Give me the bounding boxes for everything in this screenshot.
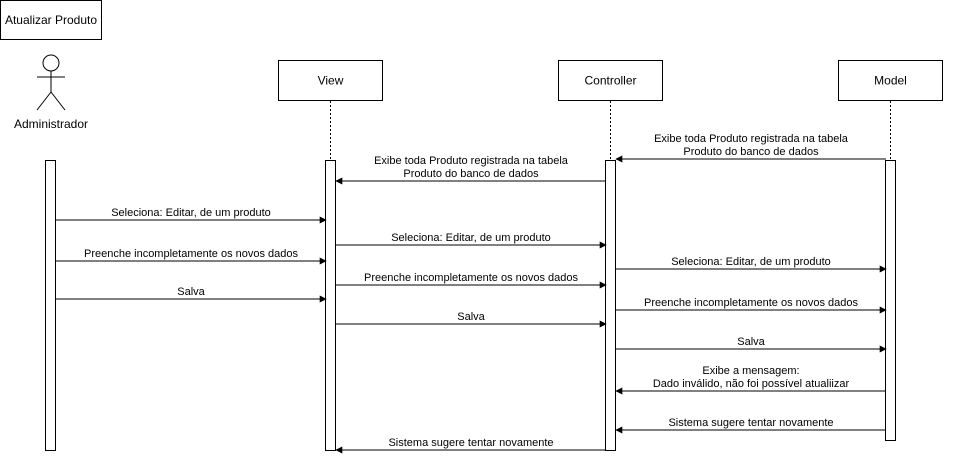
activation-model	[885, 160, 896, 441]
participant-controller: Controller	[558, 60, 663, 101]
participant-model-label: Model	[874, 74, 907, 88]
message-label: Salva	[457, 311, 485, 323]
message-label: Seleciona: Editar, de um produto	[391, 232, 551, 244]
message-label: Preenche incompletamente os novos dados	[364, 272, 579, 284]
message-label: Exibe a mensagem:	[702, 365, 799, 377]
message-label: Produto do banco de dados	[683, 146, 819, 158]
message-label: Sistema sugere tentar novamente	[388, 437, 553, 449]
frame-title: Atualizar Produto	[5, 13, 97, 27]
message-label: Sistema sugere tentar novamente	[668, 417, 833, 429]
message-label: Preenche incompletamente os novos dados	[644, 297, 859, 309]
participant-view-label: View	[318, 74, 344, 88]
actor-label: Administrador	[14, 117, 88, 131]
participant-view: View	[278, 60, 383, 101]
message-label: Seleciona: Editar, de um produto	[671, 256, 831, 268]
activation-view	[325, 160, 336, 451]
messages: Exibe toda Produto registrada na tabelaP…	[56, 133, 887, 454]
participant-model: Model	[838, 60, 943, 101]
message-label: Exibe toda Produto registrada na tabela	[654, 133, 849, 145]
activation-actor	[45, 160, 56, 451]
message-label: Produto do banco de dados	[403, 168, 539, 180]
participant-controller-label: Controller	[584, 74, 636, 88]
actor-administrador	[36, 54, 66, 111]
message-label: Seleciona: Editar, de um produto	[111, 207, 271, 219]
message-label: Preenche incompletamente os novos dados	[84, 248, 299, 260]
message-label: Salva	[177, 286, 205, 298]
message-label: Dado inválido, não foi possível atualiiz…	[653, 378, 850, 390]
message-label: Salva	[737, 336, 765, 348]
actor-head	[42, 54, 60, 72]
message-label: Exibe toda Produto registrada na tabela	[374, 155, 569, 167]
activation-controller	[605, 160, 616, 451]
frame-title-box: Atualizar Produto	[0, 0, 102, 40]
